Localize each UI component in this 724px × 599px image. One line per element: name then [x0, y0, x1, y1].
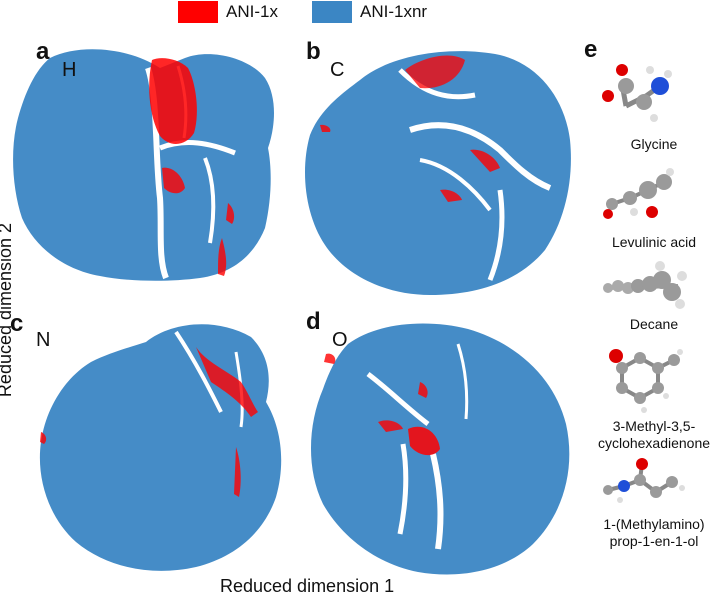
decane-ball-and-stick-icon: [603, 261, 687, 309]
cloud-gap-c-1: [398, 68, 476, 100]
cloud-gap-o-2: [397, 443, 409, 535]
scatter-panel-n: [39, 324, 282, 571]
cloud-gap-h-3: [203, 157, 216, 244]
scatter-panel-c: [305, 51, 571, 295]
cloud-gap-c-3: [419, 158, 492, 212]
panel-letter-d: d: [306, 308, 321, 335]
panel-letter-b: b: [306, 38, 321, 65]
ani1x-cluster-c-2: [470, 149, 500, 172]
ani1x-cluster-o-4: [418, 382, 428, 398]
panel-element-h: H: [62, 59, 77, 81]
cloud-gap-c-4: [487, 189, 505, 281]
ani1xnr-cloud-n: [39, 324, 282, 571]
ani1x-cluster-h-1: [149, 58, 197, 144]
panel-element-c: C: [330, 59, 345, 81]
legend-swatch-ani1x: [178, 1, 218, 23]
methylaminopropenol-ball-and-stick-icon: [603, 458, 685, 503]
ani1x-cluster-o-1: [408, 426, 440, 456]
molecule-label-methylaminopropenol-line-2: prop-1-en-1-ol: [609, 533, 699, 549]
legend-label-ani1x: ANI-1x: [226, 2, 278, 21]
ani1x-cluster-h-2: [162, 167, 185, 194]
molecule-label-methylaminopropenol-line-1: 1-(Methylamino): [603, 516, 705, 532]
glycine-ball-and-stick-icon: [602, 64, 672, 122]
ani1x-cluster-n-1: [196, 347, 258, 417]
cloud-gap-h-2: [159, 140, 236, 156]
molecule-label-methylaminopropenol: 1-(Methylamino) prop-1-en-1-ol: [584, 516, 724, 550]
molecule-label-glycine: Glycine: [630, 136, 678, 152]
ani1x-cluster-o-2: [378, 420, 403, 432]
molecule-label-levulinic-acid: Levulinic acid: [611, 234, 697, 250]
legend-swatch-ani1xnr: [312, 1, 352, 23]
cloud-gap-n-1: [174, 330, 223, 413]
molecule-label-methylcyclohexadienone: 3-Methyl-3,5- cyclohexadienone: [584, 418, 724, 452]
panel-letter-a: a: [36, 38, 50, 65]
scatter-panel-h: [13, 49, 275, 281]
panel-letter-c: c: [10, 310, 24, 337]
ani1x-cluster-c-4: [320, 124, 331, 132]
ani1xnr-cloud-o: [310, 323, 570, 575]
legend: ANI-1x ANI-1xnr: [0, 0, 702, 30]
molecule-label-methylcyclohexadienone-line-2: cyclohexadienone: [597, 435, 711, 451]
ani1x-cluster-c-1: [405, 55, 465, 89]
panel-element-o: O: [332, 329, 348, 351]
scatter-panel-o: [310, 323, 570, 575]
y-axis-label: Reduced dimension 2: [0, 223, 16, 398]
ani1xnr-cloud-c: [305, 51, 571, 295]
cloud-gap-o-4: [456, 343, 469, 420]
ani1x-cluster-n-3: [40, 432, 47, 444]
x-axis-label: Reduced dimension 1: [220, 576, 395, 596]
molecule-label-decane: Decane: [629, 316, 679, 332]
ani1x-cluster-c-3: [440, 189, 462, 202]
ani1xnr-cloud-h: [13, 49, 275, 281]
panel-element-n: N: [36, 329, 51, 351]
panel-letter-e: e: [584, 36, 598, 63]
ani1x-cluster-n-2: [234, 447, 241, 497]
ani1x-cluster-h-3: [218, 238, 227, 276]
ani1x-cluster-h-4: [226, 203, 235, 224]
levulinic-acid-ball-and-stick-icon: [603, 168, 674, 219]
cloud-gap-o-1: [366, 372, 430, 426]
cloud-gap-o-3: [430, 453, 444, 550]
molecule-label-methylcyclohexadienone-line-1: 3-Methyl-3,5-: [612, 418, 696, 434]
ani1x-cluster-o-3: [324, 353, 336, 364]
methylcyclohexadienone-ball-and-stick-icon: [609, 349, 683, 413]
legend-label-ani1xnr: ANI-1xnr: [360, 2, 428, 21]
cloud-gap-c-2: [409, 122, 552, 191]
